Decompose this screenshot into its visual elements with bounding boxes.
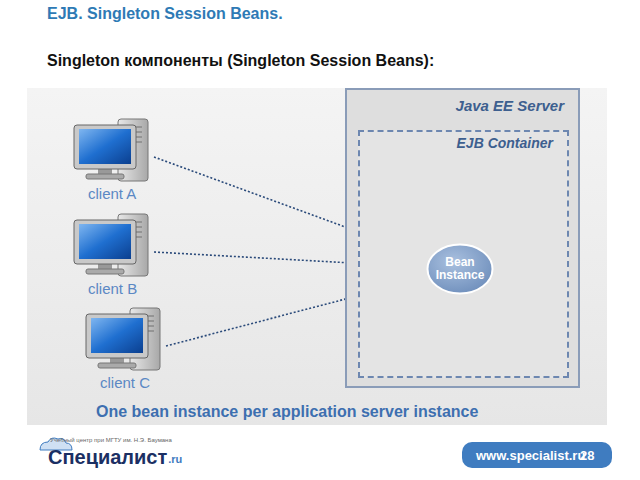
- logo-tagline: Учебный центр при МГТУ им. Н.Э. Баумана: [50, 437, 172, 443]
- slide-title: EJB. Singleton Session Beans.: [47, 5, 283, 23]
- subtitle: Singleton компоненты (Singleton Session …: [47, 52, 434, 70]
- website-url: www.specialist.ru: [476, 448, 585, 463]
- computer-icon: [72, 212, 152, 278]
- diagram-caption: One bean instance per application server…: [96, 403, 478, 421]
- client-label: client A: [88, 185, 136, 202]
- footer-bar: [462, 442, 612, 468]
- client-computer: client B: [72, 212, 156, 302]
- bean-label: Bean Instance: [434, 256, 486, 282]
- server-box: Java EE ServerEJB ContainerBean Instance: [345, 88, 580, 388]
- page-number: 28: [580, 448, 594, 463]
- diagram-panel: [27, 88, 607, 425]
- bean-ellipse: Bean Instance: [426, 243, 494, 295]
- computer-icon: [72, 117, 152, 183]
- logo-text: Специалист: [48, 446, 167, 469]
- server-label: Java EE Server: [456, 97, 564, 114]
- container-box: EJB ContainerBean Instance: [358, 130, 569, 378]
- client-label: client B: [88, 280, 137, 297]
- client-label: client C: [100, 374, 150, 391]
- container-label: EJB Container: [457, 135, 553, 151]
- logo-domain: .ru: [168, 453, 182, 465]
- computer-icon: [84, 306, 164, 372]
- client-computer: client A: [72, 117, 156, 207]
- client-computer: client C: [84, 306, 168, 396]
